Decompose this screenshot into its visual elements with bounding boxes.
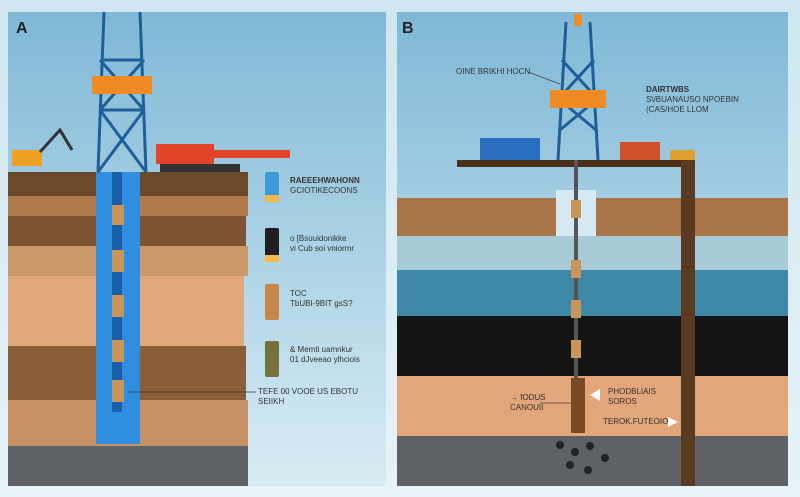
bottom-callout: TEROK.FUTEOIO [603, 417, 669, 426]
callout-text: SOROS [608, 397, 637, 406]
callout-title: TEFE 00 VOOE US EBOTU [258, 387, 359, 396]
legend-title: TOC [290, 289, 307, 298]
surface-platform [457, 160, 689, 167]
legend-text: TbUBI-9BIT gsS? [290, 299, 353, 308]
crane-truck [156, 144, 290, 172]
label-text: (CAS/HOE LLOM [646, 105, 709, 114]
label-title: DAIRTWBS [646, 85, 690, 94]
panel-b-letter: B [402, 20, 414, 37]
legend-title: RAEEEHWAHONN [290, 176, 360, 185]
rig-platform [92, 76, 152, 94]
legend-text: GCIOTIKECOONS [290, 186, 358, 195]
callout-text: CANOUII [510, 403, 544, 412]
label-text: S\/BUANAUSO NPOEBIN [646, 95, 739, 104]
excavator [12, 127, 74, 166]
legend-text: & Memti uamnkur [290, 345, 353, 354]
callout-text: SEIIKH [258, 397, 285, 406]
panel-a-letter: A [16, 20, 28, 37]
vertical-pipe [681, 152, 695, 486]
legend-text: 01 dJveeao ylhciois [290, 355, 360, 364]
legend-text: vi Cub soi vniormr [290, 244, 355, 253]
derrick-label: OINE BRIKHI HOCN [456, 67, 531, 76]
callout-title: → fODUS [510, 393, 546, 402]
legend-swatches [265, 172, 279, 377]
panel-b [397, 12, 788, 486]
equipment [480, 138, 540, 160]
rig-platform-b [550, 90, 606, 108]
panel-a [8, 11, 386, 486]
legend-text: o [Bsuuidonikke [290, 234, 347, 243]
casing [571, 378, 585, 433]
callout-title: PHODBLIAIS [608, 387, 657, 396]
